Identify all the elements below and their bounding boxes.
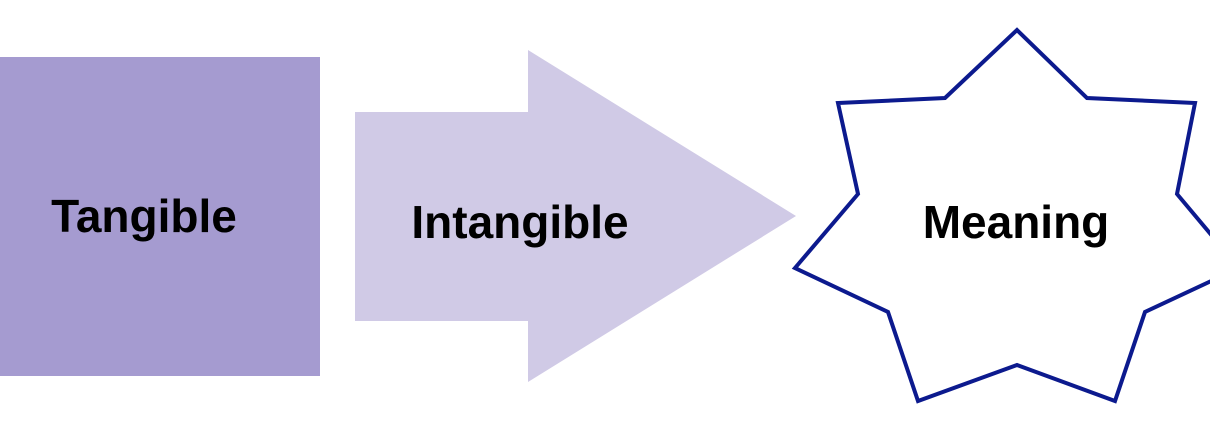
- intangible-label: Intangible: [411, 196, 629, 248]
- meaning-label: Meaning: [922, 196, 1110, 248]
- meaning-star: [791, 27, 1210, 404]
- intangible-arrow: [355, 50, 796, 382]
- tangible-square: [0, 57, 320, 376]
- tangible-label: Tangible: [51, 190, 237, 242]
